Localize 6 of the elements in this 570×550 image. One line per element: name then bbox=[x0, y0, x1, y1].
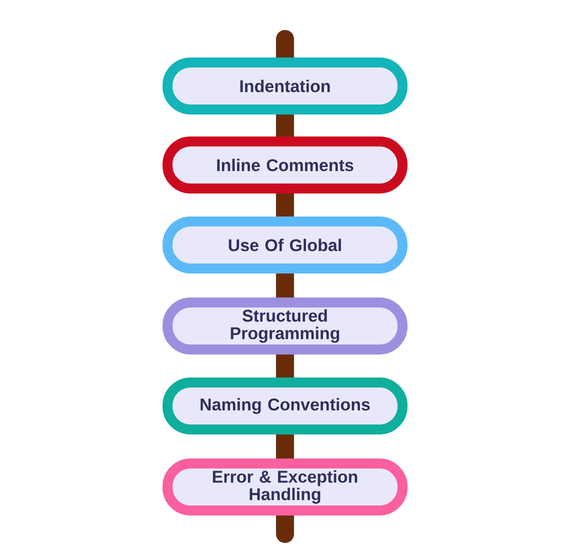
sign-board: Structured Programming bbox=[162, 298, 408, 354]
sign-board: Use Of Global bbox=[162, 216, 408, 274]
sign-board: Naming Conventions bbox=[162, 378, 408, 434]
sign-board: Indentation bbox=[162, 58, 408, 114]
sign-board: Inline Comments bbox=[162, 136, 408, 194]
sign-board: Error & Exception Handling bbox=[162, 458, 408, 516]
